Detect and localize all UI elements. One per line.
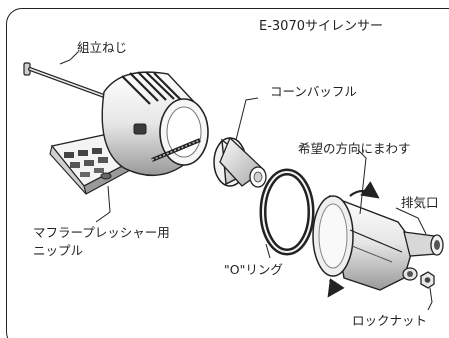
lock-nut [420,271,435,289]
leader-lines [59,51,433,311]
muffler-nipple-label-line2: ニップル [33,243,84,258]
muffler-nipple-label-line1: マフラープレッシャー用 [33,225,170,240]
exhaust-cone [312,194,444,291]
exhaust-port-label: 排気口 [401,195,439,210]
assembly-screw [23,62,106,98]
diagram-frame [6,8,449,338]
rotate-direction-label: 希望の方向にまわす [298,141,411,156]
cone-baffle [213,136,267,188]
cone-baffle-label: コーンバッフル [270,84,357,99]
o-ring [259,168,315,256]
assembly-screw-label: 組立ねじ [77,40,128,55]
silencer-body [101,71,209,177]
o-ring-label: "O"リング [224,262,283,277]
lock-nut-label: ロックナット [352,313,428,328]
diagram-title: E-3070サイレンサー [259,19,383,34]
